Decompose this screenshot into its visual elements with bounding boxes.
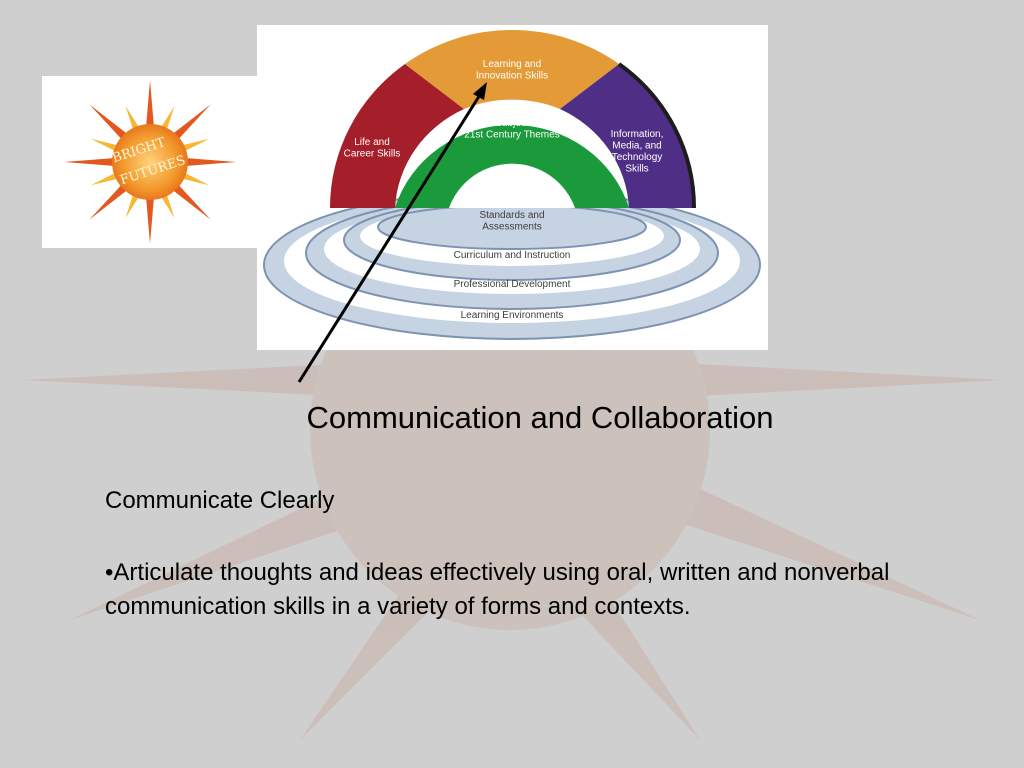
slide-subheading: Communicate Clearly bbox=[105, 487, 335, 514]
sun-ray bbox=[64, 157, 117, 167]
sun-ray bbox=[170, 182, 211, 220]
sun-ray bbox=[145, 195, 155, 244]
sun-ray bbox=[89, 104, 130, 142]
sun-ray bbox=[183, 157, 236, 167]
label-learning-environments: Learning Environments bbox=[461, 310, 564, 321]
sun-ray bbox=[159, 191, 175, 219]
label-professional-development: Professional Development bbox=[454, 279, 571, 290]
sun-ray bbox=[145, 80, 155, 129]
sun-ray bbox=[125, 105, 141, 133]
sun-ray bbox=[90, 138, 121, 153]
sun-ray bbox=[89, 182, 130, 220]
bright-futures-logo: BRIGHT FUTURES bbox=[42, 76, 258, 248]
slide-title: Communication and Collaboration bbox=[306, 400, 774, 435]
bullet-point: •Articulate thoughts and ideas effective… bbox=[105, 559, 890, 620]
sun-ray bbox=[159, 105, 175, 133]
sun-ray bbox=[90, 171, 121, 186]
sun-ray bbox=[170, 104, 211, 142]
label-curriculum-instruction: Curriculum and Instruction bbox=[454, 250, 571, 261]
sun-ray bbox=[179, 138, 210, 153]
arch-info-media-tech-skills bbox=[560, 64, 694, 208]
sun-ray bbox=[179, 171, 210, 186]
sun-ray bbox=[125, 191, 141, 219]
